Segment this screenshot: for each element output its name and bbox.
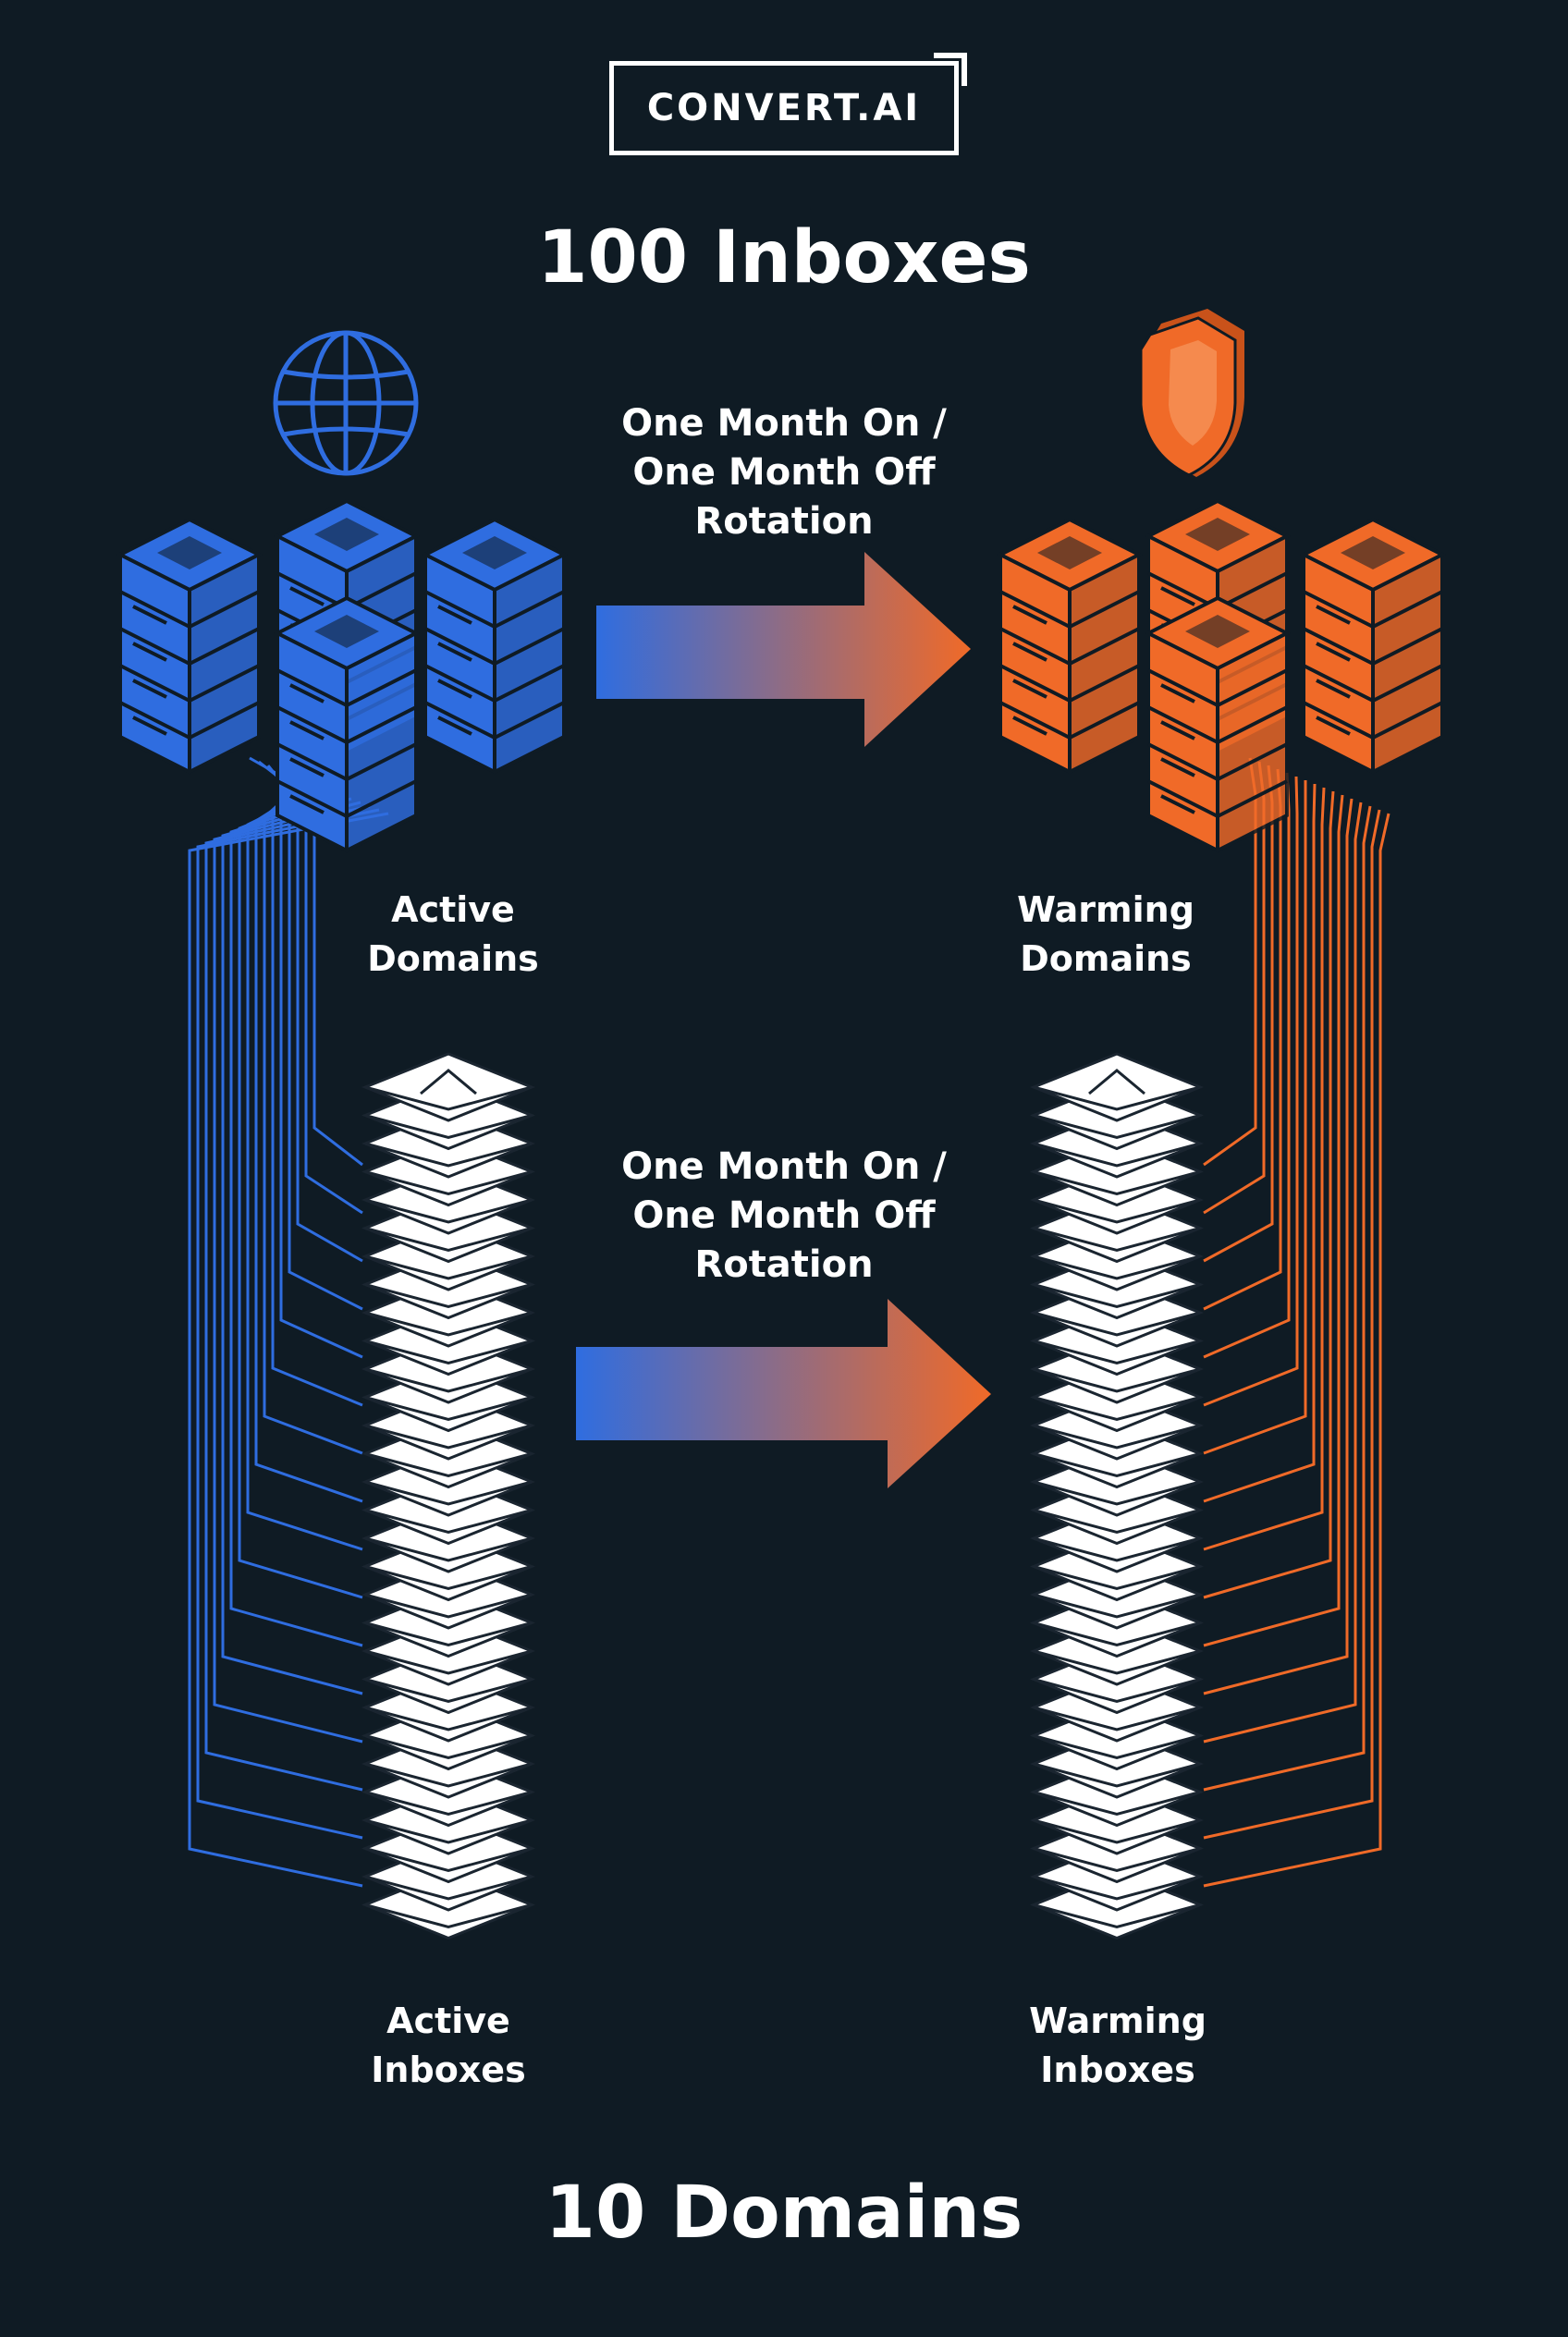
- globe-icon: [273, 330, 419, 476]
- warming-connection-line: [1203, 776, 1299, 1407]
- warming-connection-line: [1203, 801, 1363, 1744]
- warming-server-front: [1146, 596, 1289, 852]
- warming-connection-line: [1203, 805, 1372, 1792]
- shield-icon: [1139, 309, 1244, 477]
- warming-domains-label: Warming Domains: [1017, 889, 1194, 979]
- warming-connection-line: [1203, 783, 1317, 1503]
- active-connection-line: [271, 776, 363, 1407]
- active-server-front: [276, 596, 418, 852]
- warming-connection-line: [1203, 780, 1307, 1455]
- warming-connection-line: [1203, 813, 1390, 1888]
- active-inboxes-label: Active Inboxes: [371, 2001, 526, 2090]
- rotation-label-bottom: One Month On / One Month Off Rotation: [621, 1145, 947, 1286]
- active-connection-line: [188, 812, 389, 1888]
- active-connection-line: [279, 772, 363, 1359]
- warming-envelope-flap: [1088, 1069, 1145, 1095]
- rotation-arrow-bottom: [576, 1299, 991, 1488]
- warming-domain-servers: [998, 499, 1444, 852]
- warming-connection-line: [1203, 798, 1354, 1695]
- warming-server-back-left: [998, 518, 1141, 774]
- active-connection-line: [204, 804, 371, 1792]
- brand-name: CONVERT.AI: [646, 87, 922, 129]
- brand-logo: CONVERT.AI: [609, 53, 967, 155]
- page-title: 100 Inboxes: [537, 216, 1031, 300]
- warming-server-back-right: [1302, 518, 1444, 774]
- warming-inboxes-label: Warming Inboxes: [1029, 2001, 1207, 2090]
- active-server-back-left: [118, 518, 261, 774]
- warming-connection-line: [1203, 787, 1326, 1551]
- warming-connection-line: [1203, 772, 1291, 1359]
- active-server-back-right: [423, 518, 566, 774]
- active-domains-label: Active Domains: [367, 889, 539, 979]
- logo-corner-mark: [934, 53, 967, 86]
- warming-connection-line: [1203, 790, 1335, 1599]
- active-domain-servers: [118, 499, 566, 852]
- warming-inbox-stack: [1032, 1052, 1202, 1939]
- active-inbox-stack: [363, 1052, 533, 1939]
- warming-connection-line: [1203, 794, 1344, 1647]
- active-envelope-flap: [420, 1069, 477, 1095]
- active-connection-line: [196, 808, 380, 1840]
- rotation-label-top: One Month On / One Month Off Rotation: [621, 402, 947, 543]
- footer-title: 10 Domains: [545, 2172, 1023, 2255]
- warming-connection-line: [1203, 809, 1381, 1840]
- rotation-arrow-top: [596, 552, 971, 747]
